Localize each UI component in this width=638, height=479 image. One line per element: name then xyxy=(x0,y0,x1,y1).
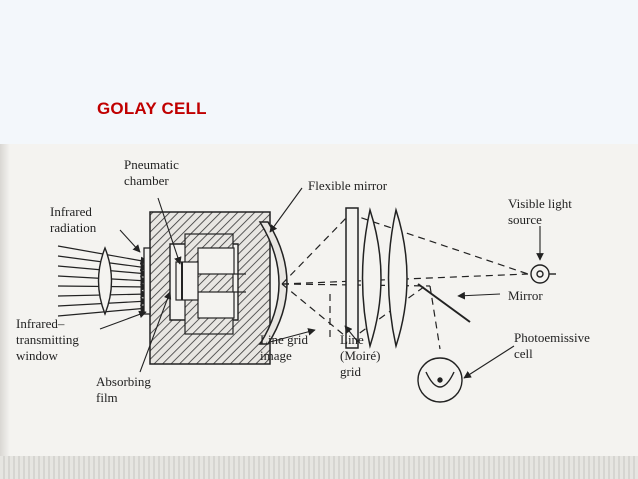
title-band xyxy=(0,0,638,144)
visible-light-source xyxy=(530,264,556,284)
moire-grid-lenses xyxy=(345,207,408,349)
pneumatic-chamber-housing xyxy=(149,211,271,365)
scan-bottom-border xyxy=(0,456,638,479)
photoemissive-cell xyxy=(417,357,463,403)
label-pneumatic-chamber: Pneumatic chamber xyxy=(124,157,182,188)
label-moire-grid: Line (Moiré) grid xyxy=(340,332,384,379)
label-visible-light-source: Visible light source xyxy=(508,196,575,227)
leader-arrows xyxy=(99,187,544,379)
slide-title: GOLAY CELL xyxy=(97,99,207,118)
golay-cell-diagram: Pneumatic chamber Infrared radiation Fle… xyxy=(16,157,593,405)
flexible-mirror xyxy=(258,221,288,345)
label-infrared-radiation: Infrared radiation xyxy=(50,204,97,235)
label-line-grid-image: Line grid image xyxy=(260,332,311,363)
label-absorbing-film: Absorbing film xyxy=(96,374,154,405)
small-mirror xyxy=(417,283,471,323)
label-flexible-mirror: Flexible mirror xyxy=(308,178,388,193)
label-mirror: Mirror xyxy=(508,288,543,303)
infrared-window xyxy=(143,247,151,315)
infrared-lens xyxy=(97,246,113,316)
label-photoemissive-cell: Photoemissive cell xyxy=(514,330,593,361)
scan-edge-shadow xyxy=(0,144,10,479)
label-infrared-window: Infrared– transmitting window xyxy=(16,316,82,363)
